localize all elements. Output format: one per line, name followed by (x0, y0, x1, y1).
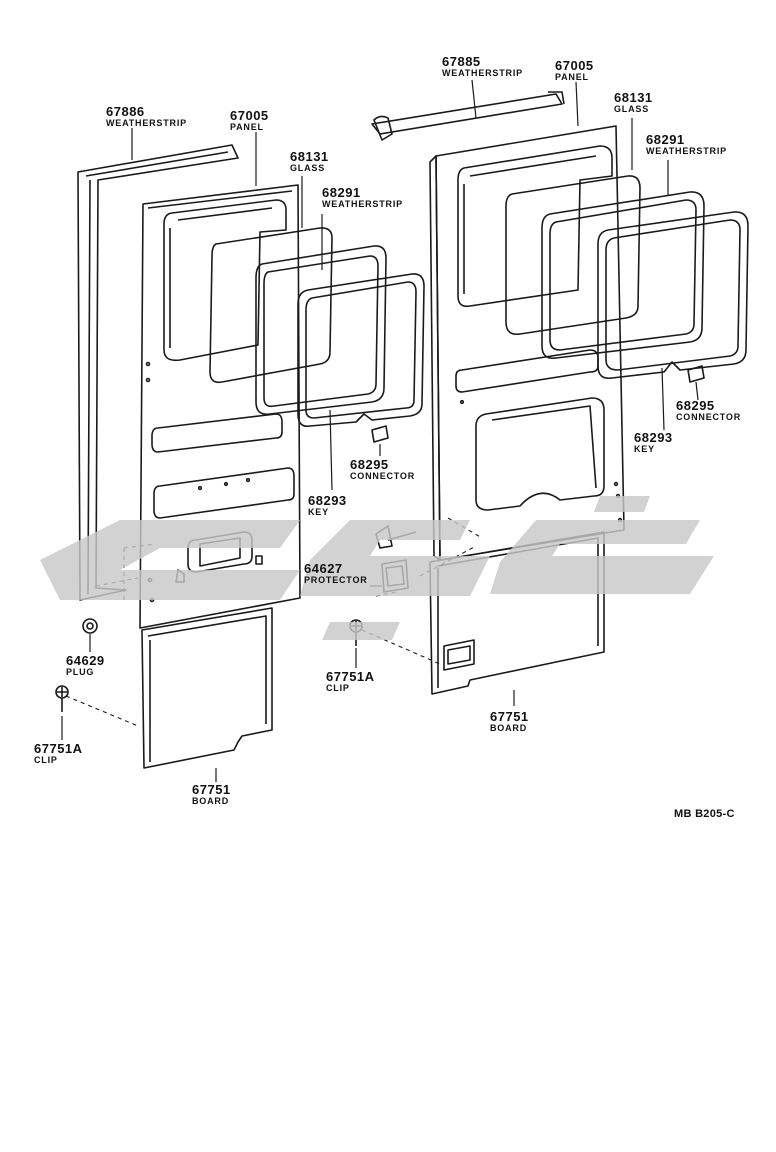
right-window-key (597, 211, 749, 380)
label-weatherstrip-67885: 67885 WEATHERSTRIP (442, 55, 523, 78)
label-clip-67751A-center: 67751A CLIP (326, 670, 375, 693)
label-panel-67005-left: 67005 PANEL (230, 109, 269, 132)
label-board-67751-right: 67751 BOARD (490, 710, 529, 733)
label-clip-67751A-left: 67751A CLIP (34, 742, 83, 765)
reference-code: MB B205-C (674, 808, 735, 820)
left-window-key (297, 273, 425, 428)
label-key-68293-right: 68293 KEY (634, 431, 673, 454)
part-name: KEY (634, 444, 655, 454)
left-door-board (141, 607, 273, 769)
label-connector-68295-right: 68295 CONNECTOR (676, 399, 741, 422)
watermark-logo (40, 496, 714, 640)
part-number: 68293 (634, 430, 673, 445)
part-number: 68131 (614, 90, 653, 105)
label-glass-68131-right: 68131 GLASS (614, 91, 653, 114)
part-number: 68295 (350, 457, 389, 472)
part-number: 67751A (34, 741, 83, 756)
label-panel-67005-right: 67005 PANEL (555, 59, 594, 82)
part-number: 67885 (442, 54, 481, 69)
part-number: 68295 (676, 398, 715, 413)
part-name: BOARD (192, 796, 229, 806)
part-number: 67751 (490, 709, 529, 724)
part-number: 67005 (230, 108, 269, 123)
part-name: GLASS (290, 163, 326, 173)
right-window-weatherstrip (541, 191, 705, 360)
right-door-weatherstrip (371, 91, 565, 141)
part-name: PLUG (66, 667, 95, 677)
part-name: CLIP (34, 755, 58, 765)
label-key-68293-left: 68293 KEY (308, 494, 347, 517)
label-weatherstrip-67886: 67886 WEATHERSTRIP (106, 105, 187, 128)
part-number: 68293 (308, 493, 347, 508)
part-number: 67751 (192, 782, 231, 797)
part-name: PROTECTOR (304, 575, 368, 585)
part-name: PANEL (555, 72, 589, 82)
part-name: WEATHERSTRIP (106, 118, 187, 128)
part-name: CLIP (326, 683, 350, 693)
part-number: 68131 (290, 149, 329, 164)
plug-64629 (82, 618, 98, 634)
left-connector (371, 425, 389, 443)
part-number: 64627 (304, 561, 343, 576)
label-weatherstrip-68291-right: 68291 WEATHERSTRIP (646, 133, 727, 156)
label-weatherstrip-68291-left: 68291 WEATHERSTRIP (322, 186, 403, 209)
part-name: GLASS (614, 104, 650, 114)
part-name: WEATHERSTRIP (646, 146, 727, 156)
left-clip (55, 685, 69, 712)
part-name: CONNECTOR (350, 471, 416, 481)
label-glass-68131-left: 68131 GLASS (290, 150, 329, 173)
part-name: WEATHERSTRIP (442, 68, 523, 78)
label-protector-64627: 64627 PROTECTOR (304, 562, 368, 585)
part-name: PANEL (230, 122, 264, 132)
part-name: BOARD (490, 723, 527, 733)
part-number: 67751A (326, 669, 375, 684)
part-name: CONNECTOR (676, 412, 742, 422)
right-door-glass (505, 175, 641, 336)
part-number: 68291 (322, 185, 361, 200)
part-name: WEATHERSTRIP (322, 199, 403, 209)
part-number: 64629 (66, 653, 105, 668)
label-board-67751-left: 67751 BOARD (192, 783, 231, 806)
part-name: KEY (308, 507, 329, 517)
part-number: 68291 (646, 132, 685, 147)
left-door-glass (209, 227, 333, 384)
label-plug-64629: 64629 PLUG (66, 654, 105, 677)
left-window-weatherstrip (255, 245, 387, 416)
right-connector (687, 365, 705, 383)
part-number: 67886 (106, 104, 145, 119)
part-number: 67005 (555, 58, 594, 73)
label-connector-68295-left: 68295 CONNECTOR (350, 458, 415, 481)
